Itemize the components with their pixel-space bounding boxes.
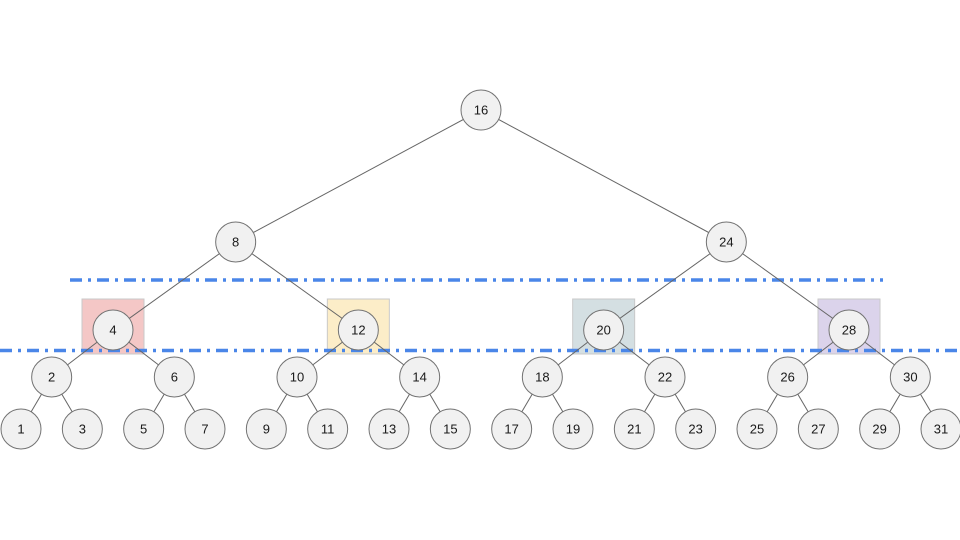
tree-edge	[603, 241, 727, 331]
tree-node-circle	[215, 221, 257, 263]
tree-node-label: 2	[48, 370, 55, 385]
tree-node-circle	[552, 408, 594, 450]
tree-node-circle	[705, 221, 747, 263]
tree-node-circle	[0, 408, 42, 450]
tree-node-label: 19	[566, 422, 580, 437]
tree-node-label: 5	[140, 422, 147, 437]
tree-node-label: 21	[627, 422, 641, 437]
tree-node-circle	[31, 356, 73, 398]
tree-node-circle	[429, 408, 471, 450]
tree-node-circle	[828, 309, 870, 351]
tree-node-circle	[276, 356, 318, 398]
tree-node-circle	[491, 408, 533, 450]
tree-edge	[235, 109, 482, 243]
tree-node-label: 6	[171, 370, 178, 385]
tree-node-label: 27	[811, 422, 825, 437]
tree-node-label: 29	[872, 422, 886, 437]
tree-node-circle	[521, 356, 563, 398]
tree-node-label: 25	[750, 422, 764, 437]
tree-node-circle	[307, 408, 349, 450]
tree-node-label: 9	[263, 422, 270, 437]
tree-node-label: 1	[17, 422, 24, 437]
tree-node-label: 28	[842, 323, 856, 338]
tree-edge	[726, 241, 850, 331]
tree-node-label: 30	[903, 370, 917, 385]
tree-node-label: 24	[719, 235, 733, 250]
tree-node-circle	[399, 356, 441, 398]
tree-node-label: 26	[780, 370, 794, 385]
tree-node-circle	[767, 356, 809, 398]
tree-node-circle	[92, 309, 134, 351]
tree-node-circle	[613, 408, 655, 450]
tree-node-label: 7	[201, 422, 208, 437]
tree-node-label: 31	[934, 422, 948, 437]
tree-node-circle	[675, 408, 717, 450]
tree-node-circle	[583, 309, 625, 351]
tree-node-circle	[644, 356, 686, 398]
tree-node-circle	[153, 356, 195, 398]
tree-node-circle	[337, 309, 379, 351]
tree-edge	[112, 241, 236, 331]
tree-edge	[480, 109, 727, 243]
tree-node-label: 11	[321, 422, 335, 437]
tree-node-label: 3	[79, 422, 86, 437]
tree-node-label: 18	[535, 370, 549, 385]
tree-node-label: 8	[232, 235, 239, 250]
tree-node-label: 10	[290, 370, 304, 385]
tree-node-circle	[736, 408, 778, 450]
tree-node-circle	[920, 408, 960, 450]
tree-node-label: 16	[474, 103, 488, 118]
tree-node-circle	[797, 408, 839, 450]
tree-node-circle	[245, 408, 287, 450]
tree-node-circle	[61, 408, 103, 450]
tree-node-circle	[123, 408, 165, 450]
tree-node-circle	[859, 408, 901, 450]
tree-node-label: 12	[351, 323, 365, 338]
tree-node-label: 22	[658, 370, 672, 385]
tree-node-label: 13	[382, 422, 396, 437]
tree-node-label: 23	[688, 422, 702, 437]
tree-node-circle	[460, 89, 502, 131]
tree-node-label: 15	[443, 422, 457, 437]
tree-node-circle	[184, 408, 226, 450]
tree-node-label: 17	[504, 422, 518, 437]
tree-node-label: 20	[596, 323, 610, 338]
tree-node-circle	[368, 408, 410, 450]
tree-node-circle	[889, 356, 931, 398]
tree-node-label: 4	[109, 323, 116, 338]
tree-edge	[235, 241, 359, 331]
tree-node-label: 14	[412, 370, 426, 385]
